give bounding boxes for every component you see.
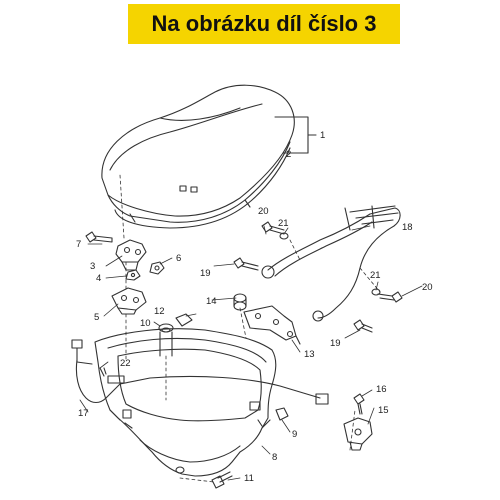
label-part-3: 3 [90, 261, 95, 272]
hinge-upper-drawing [115, 239, 147, 271]
collar-nut-drawing [149, 261, 165, 275]
clip-drawing [275, 407, 289, 421]
label-part-1: 1 [320, 130, 325, 141]
label-part-22: 22 [120, 358, 131, 369]
seat-drawing [101, 84, 295, 229]
label-part-13: 13 [304, 349, 315, 360]
label-part-10: 10 [140, 318, 151, 329]
lock-screw-drawing [353, 393, 365, 415]
label-part-20-right: 20 [422, 282, 433, 293]
label-part-17: 17 [78, 408, 89, 419]
bolt-20-right-drawing [377, 291, 403, 303]
label-part-6: 6 [176, 253, 181, 264]
label-part-19-right: 19 [330, 338, 341, 349]
label-part-7: 7 [76, 239, 81, 250]
label-part-12: 12 [154, 306, 165, 317]
rear-carrier-drawing [261, 205, 401, 322]
helmet-box-drawing [94, 328, 277, 477]
label-part-9: 9 [292, 429, 297, 440]
label-part-4: 4 [96, 273, 101, 284]
bolt-19-right-drawing [353, 319, 373, 333]
pad-drawing [175, 313, 193, 327]
title-banner: Na obrázku díl číslo 3 [128, 4, 400, 44]
bolt-19-left-drawing [233, 257, 259, 271]
nut-drawing [125, 269, 141, 281]
label-part-11: 11 [244, 473, 254, 484]
label-part-21-right: 21 [370, 270, 381, 281]
label-part-8: 8 [272, 452, 277, 463]
label-part-20-top: 20 [258, 206, 269, 217]
damper-drawing [233, 293, 247, 311]
hinge-lower-drawing [111, 287, 147, 315]
label-part-21-top: 21 [278, 218, 289, 229]
label-part-14: 14 [206, 296, 217, 307]
label-part-18: 18 [402, 222, 413, 233]
label-part-5: 5 [94, 312, 99, 323]
bolt-7-drawing [85, 231, 113, 243]
grommet-drawing [158, 323, 174, 357]
washer-21-top-drawing [279, 232, 289, 240]
label-part-16: 16 [376, 384, 387, 395]
seat-lock-drawing [343, 417, 373, 451]
label-part-15: 15 [378, 405, 389, 416]
bracket-drawing [243, 305, 301, 345]
title-text: Na obrázku díl číslo 3 [151, 11, 377, 36]
label-part-19-left: 19 [200, 268, 211, 279]
label-part-2: 2 [286, 149, 291, 160]
bolt-11-drawing [211, 471, 233, 489]
seat-lock-cable-drawing [71, 339, 329, 405]
